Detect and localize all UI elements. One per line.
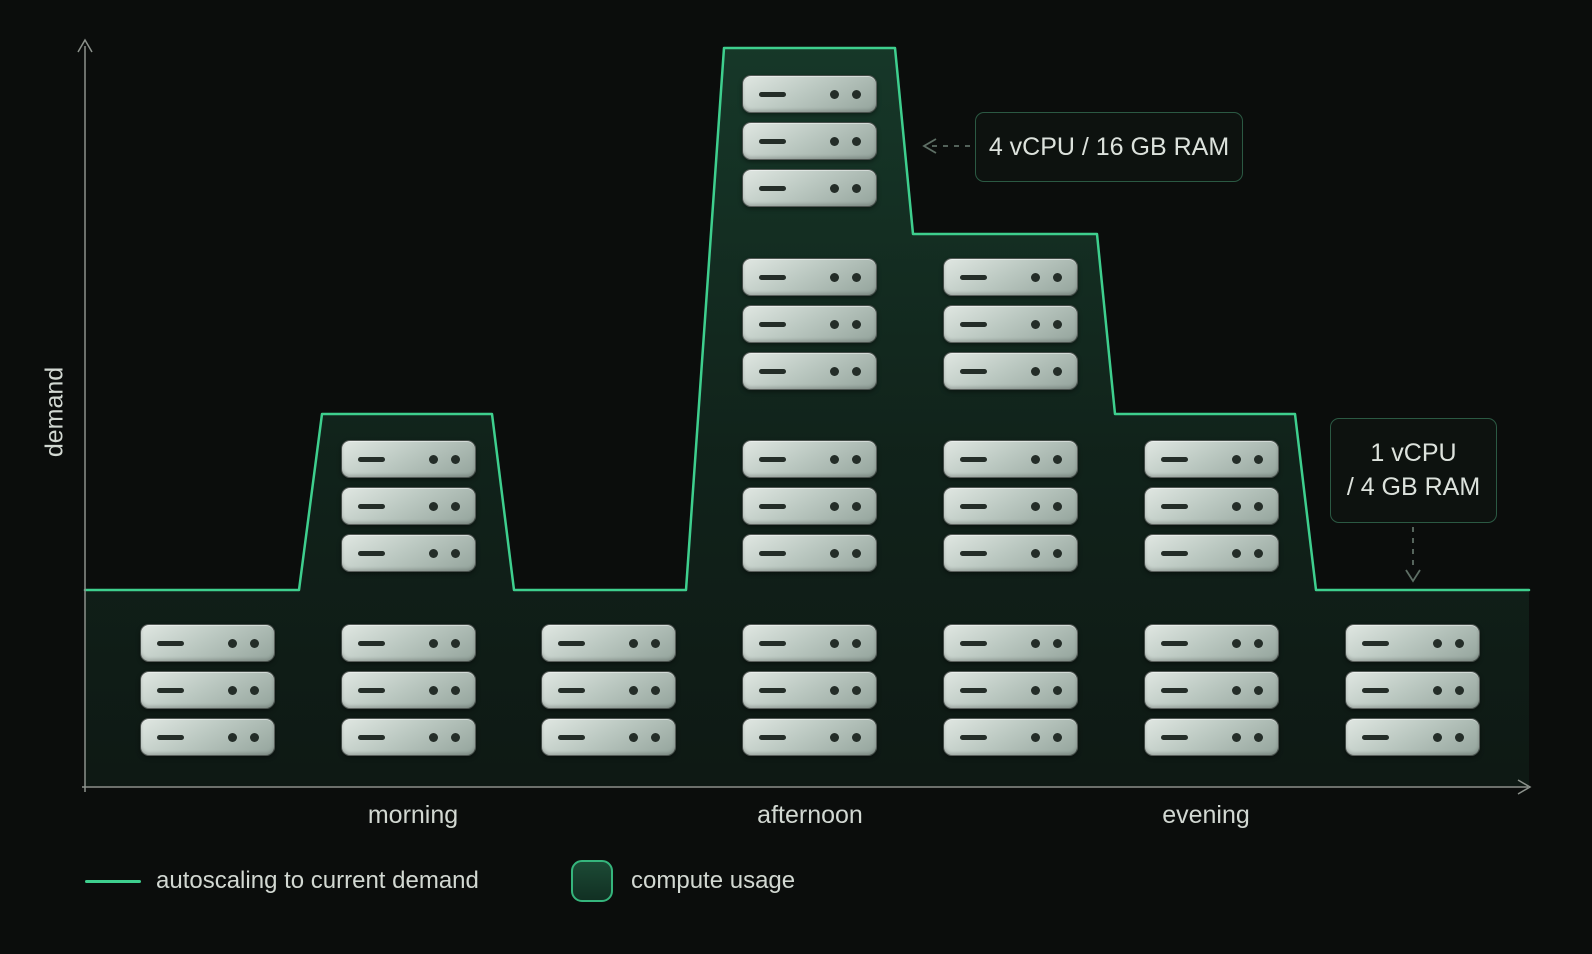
annotation-peak-text: 4 vCPU / 16 GB RAM: [988, 132, 1230, 161]
x-tick-afternoon: afternoon: [757, 801, 863, 829]
x-axis: [82, 779, 1532, 795]
annotation-base-line2: / 4 GB RAM: [1346, 473, 1481, 501]
base-annotation-arrow-icon: [1405, 527, 1421, 583]
compute-usage-area: [85, 48, 1529, 786]
y-axis: [77, 38, 93, 792]
y-axis-label: demand: [40, 366, 69, 458]
peak-annotation-arrow-icon: [922, 138, 970, 154]
autoscaling-line: [83, 46, 1531, 592]
x-axis-arrow-icon: [1517, 779, 1532, 795]
annotation-base-specs: 1 vCPU / 4 GB RAM: [1330, 418, 1497, 523]
x-tick-morning: morning: [367, 801, 459, 829]
legend-area-swatch-icon: [571, 860, 613, 902]
legend-compute-usage: compute usage: [571, 859, 795, 903]
legend-line-swatch-icon: [85, 879, 141, 883]
legend-autoscaling-label: autoscaling to current demand: [156, 867, 479, 894]
annotation-peak-specs: 4 vCPU / 16 GB RAM: [975, 112, 1243, 182]
legend-compute-usage-label: compute usage: [631, 867, 796, 894]
legend-autoscaling: autoscaling to current demand: [85, 859, 479, 903]
annotation-base-line1: 1 vCPU: [1370, 439, 1457, 467]
y-axis-arrow-icon: [77, 38, 93, 53]
x-tick-evening: evening: [1162, 801, 1250, 829]
